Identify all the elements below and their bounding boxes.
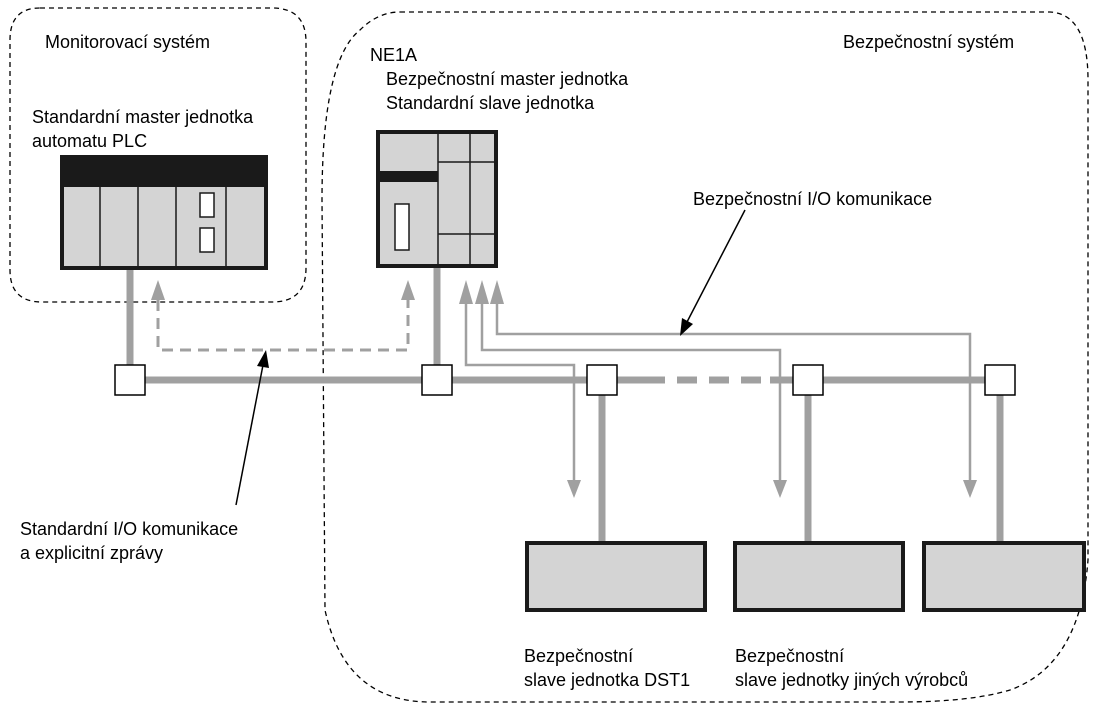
monitoring-system-title: Monitorovací systém [45, 32, 211, 52]
safety-system-title: Bezpečnostní systém [843, 32, 1015, 52]
safety-io-label: Bezpečnostní I/O komunikace [693, 189, 933, 209]
standard-io-label-line2: a explicitní zprávy [20, 543, 164, 563]
node-plc [114, 364, 146, 396]
safety-io-arrowheads [459, 280, 977, 498]
plc-label-line2: automatu PLC [32, 131, 148, 151]
safety-io-paths [464, 302, 972, 480]
plc-unit [60, 155, 268, 270]
slave-other-2 [922, 541, 1086, 612]
slave-other-1 [733, 541, 905, 612]
dst1-label-line1: Bezpečnostní [524, 646, 634, 666]
slave-dst1 [525, 541, 707, 612]
ne1a-role1: Bezpečnostní master jednotka [386, 69, 629, 89]
node-other-1 [792, 364, 824, 396]
standard-io-path [151, 280, 415, 352]
plc-label-line1: Standardní master jednotka [32, 107, 254, 127]
node-dst1 [586, 364, 618, 396]
ne1a-unit [376, 130, 498, 268]
other-slaves-label-line1: Bezpečnostní [735, 646, 845, 666]
ne1a-name: NE1A [370, 45, 418, 65]
arrowhead [401, 280, 415, 300]
arrowhead [151, 280, 165, 300]
dst1-label-line2: slave jednotka DST1 [524, 670, 691, 690]
node-ne1a [421, 364, 453, 396]
standard-io-label-line1: Standardní I/O komunikace [20, 519, 239, 539]
bus-nodes [114, 364, 1016, 396]
safety-system-boundary [321, 11, 1089, 703]
monitoring-system-boundary [9, 7, 307, 303]
other-slaves-label-line2: slave jednotky jiných výrobců [735, 670, 969, 690]
slave-units [525, 541, 1086, 612]
ne1a-role2: Standardní slave jednotka [386, 93, 595, 113]
callout-arrows [235, 209, 746, 506]
drop-lines [126, 266, 1004, 545]
node-other-2 [984, 364, 1016, 396]
